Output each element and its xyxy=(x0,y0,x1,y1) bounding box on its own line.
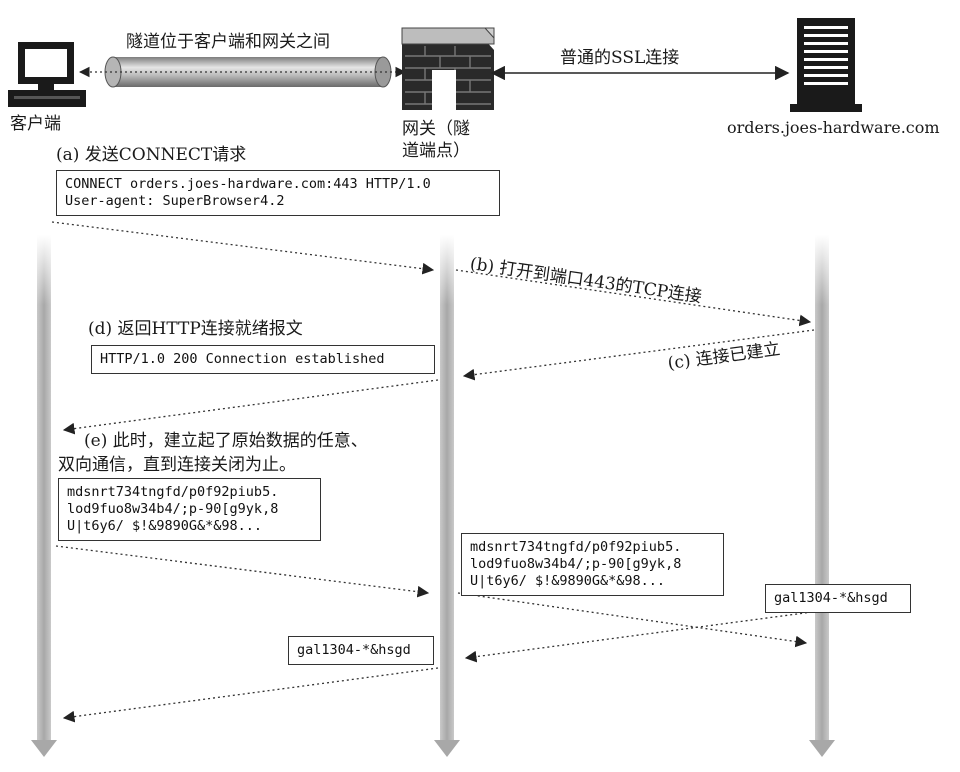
tunnel-pipe-icon xyxy=(78,56,407,88)
arrow-reply-gateway xyxy=(62,667,439,723)
raw-data-gateway-box: mdsnrt734tngfd/p0f92piub5. lod9fuo8w34b4… xyxy=(461,533,724,596)
raw-data-client-box: mdsnrt734tngfd/p0f92piub5. lod9fuo8w34b4… xyxy=(58,478,321,541)
message-arrows xyxy=(51,221,815,723)
arrow-raw-data-client xyxy=(55,545,430,598)
connect-request-box: CONNECT orders.joes-hardware.com:443 HTT… xyxy=(56,170,500,216)
client-label: 客户端 xyxy=(10,114,61,134)
step-d-label: (d) 返回HTTP连接就绪报文 xyxy=(88,319,303,339)
server-label: orders.joes-hardware.com xyxy=(727,118,940,137)
gateway-label-line1: 网关（隧 xyxy=(402,119,470,139)
step-a-label: (a) 发送CONNECT请求 xyxy=(56,145,247,165)
arrow-connect-request xyxy=(51,221,435,275)
lifeline-client xyxy=(31,235,57,757)
ssl-label: 普通的SSL连接 xyxy=(560,48,680,68)
step-e-line2: 双向通信，直到连接关闭为止。 xyxy=(58,455,296,475)
step-e-line1: (e) 此时，建立起了原始数据的任意、 xyxy=(84,431,368,451)
tunnel-label: 隧道位于客户端和网关之间 xyxy=(126,32,330,52)
computer-icon xyxy=(8,42,86,107)
arrow-http-ready xyxy=(62,379,439,435)
server-icon xyxy=(790,18,862,112)
connection-established-box: HTTP/1.0 200 Connection established xyxy=(91,345,435,374)
gateway-brick-icon xyxy=(401,27,495,110)
reply-gateway-box: gal1304-*&hsgd xyxy=(288,636,434,665)
arrow-connection-established-server xyxy=(462,329,815,381)
arrow-raw-data-gateway xyxy=(457,592,808,648)
lifeline-server xyxy=(809,235,835,757)
lifeline-gateway xyxy=(434,235,460,757)
arrow-reply-server xyxy=(464,611,813,663)
gateway-label-line2: 道端点） xyxy=(402,141,470,161)
reply-server-box: gal1304-*&hsgd xyxy=(765,584,911,613)
